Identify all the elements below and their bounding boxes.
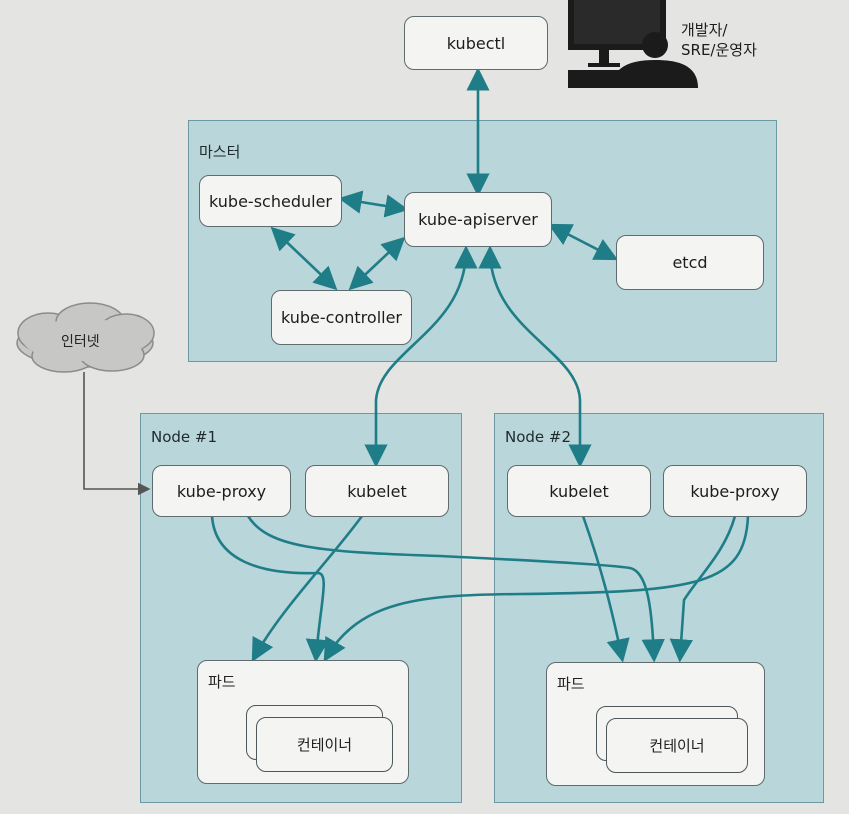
node2-pod-label: 파드 (557, 675, 585, 693)
arrow-proxy2-pod2 (669, 515, 737, 663)
kube-controller-box: kube-controller (271, 290, 412, 345)
node2-kubelet-box: kubelet (507, 465, 651, 517)
kubectl-box: kubectl (404, 16, 548, 70)
node1-kube-proxy-box: kube-proxy (152, 465, 291, 517)
node1-pod-label: 파드 (208, 673, 236, 691)
arrow-proxy2-pod1 (323, 515, 750, 663)
internet-label: 인터넷 (61, 334, 100, 350)
kube-scheduler-box: kube-scheduler (199, 175, 342, 227)
user-label: 개발자/ SRE/운영자 (681, 20, 757, 60)
arrow-scheduler-controller (270, 226, 338, 291)
user-label-line1: 개발자/ (681, 21, 728, 39)
master-label: 마스터 (199, 143, 241, 161)
arrow-apiserver-kubelet2 (478, 245, 592, 468)
arrow-kubelet2-pod2 (581, 515, 630, 663)
user-label-line2: SRE/운영자 (681, 41, 757, 59)
arrow-proxy1-pod2 (246, 515, 665, 663)
arrow-proxy1-pod1 (210, 515, 330, 663)
node1-label: Node #1 (151, 428, 218, 446)
arrow-kubelet1-pod1 (251, 515, 364, 663)
etcd-box: etcd (616, 235, 764, 290)
node1-container: 컨테이너 (256, 717, 393, 772)
node2-kube-proxy-box: kube-proxy (663, 465, 807, 517)
kube-apiserver-box: kube-apiserver (404, 192, 552, 247)
arrow-apiserver-etcd (547, 223, 619, 261)
user-icon (568, 32, 698, 88)
arrow-apiserver-kubelet1 (364, 245, 478, 468)
arrow-controller-apiserver (348, 236, 406, 291)
node1-kubelet-box: kubelet (305, 465, 449, 517)
arrow-scheduler-apiserver (338, 190, 409, 218)
node2-container: 컨테이너 (606, 718, 748, 773)
arrow-internet-proxy1 (83, 372, 151, 496)
